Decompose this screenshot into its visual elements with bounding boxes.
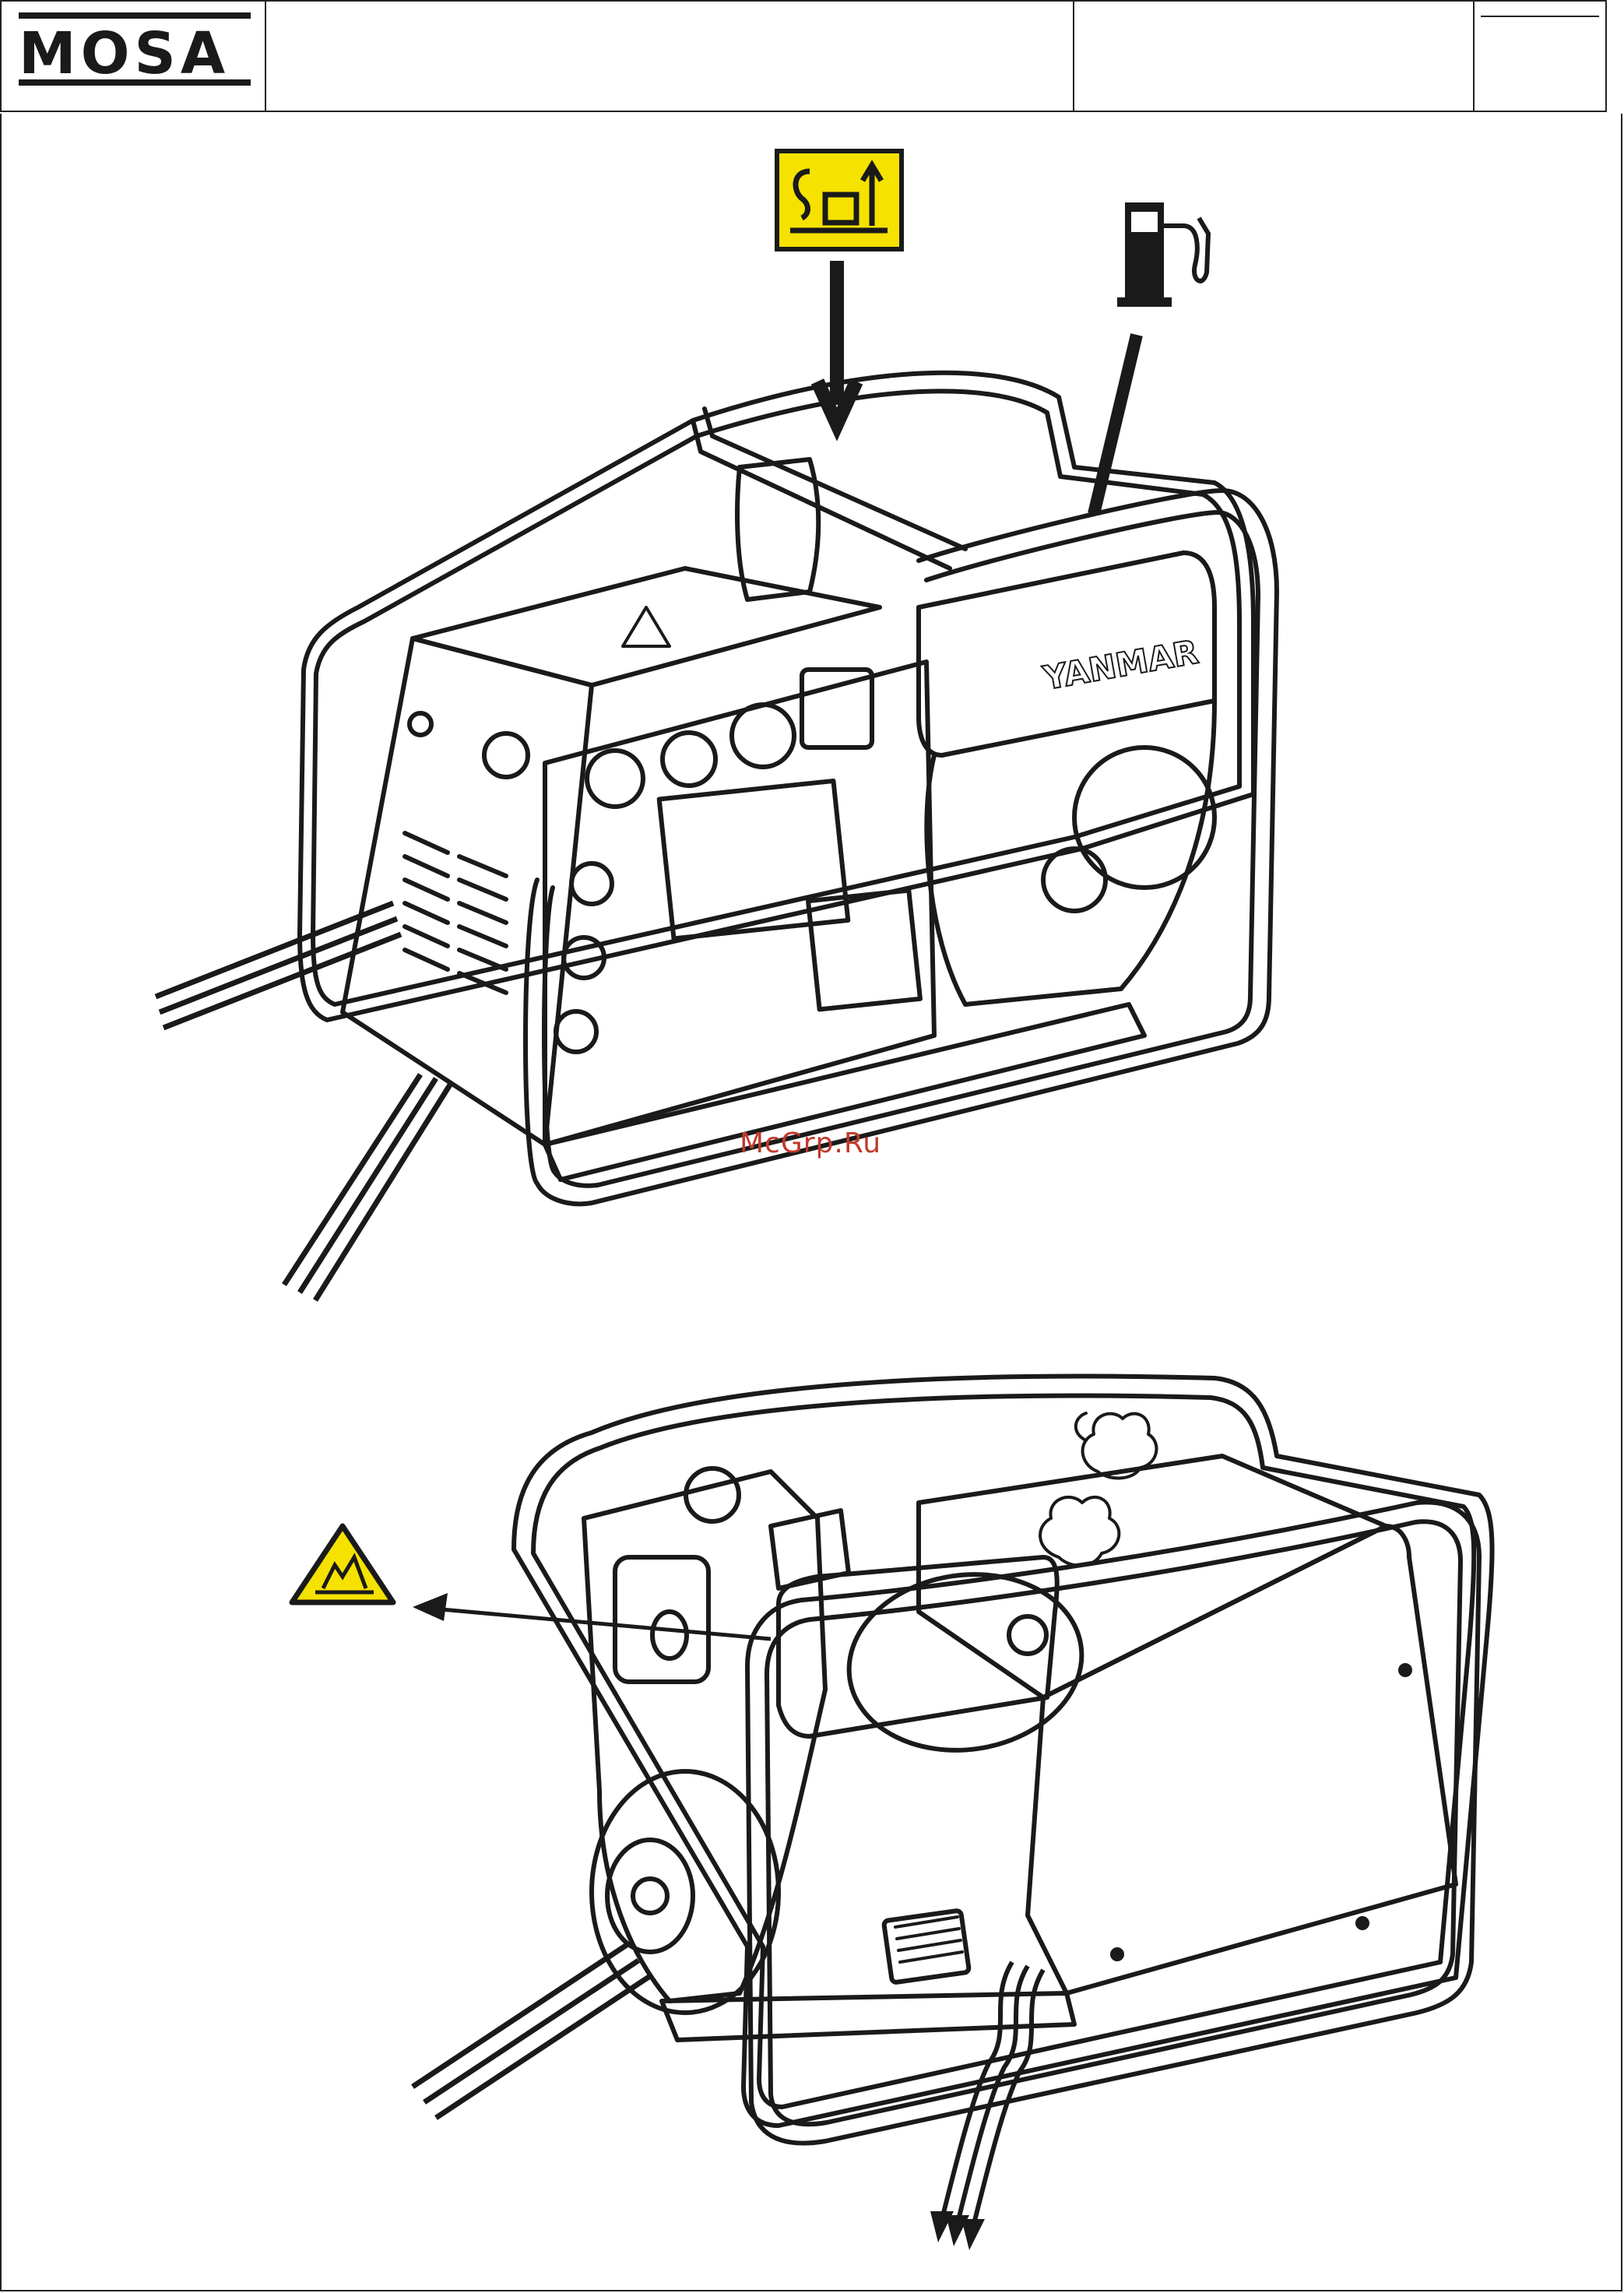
top-generator-view (300, 373, 1277, 1205)
fuel-pump-icon (1117, 202, 1208, 307)
bottom-control-box-ribs (895, 1917, 962, 1962)
top-panel-warning-triangle (623, 607, 670, 646)
bottom-panel-bolt-3 (1113, 1950, 1122, 1959)
hot-surface-warning-icon (292, 1526, 393, 1602)
lifting-arrow (817, 261, 856, 424)
bottom-engine-block (584, 1472, 825, 2001)
engine-brand-label: YANMAR (1040, 632, 1201, 697)
top-socket-2 (663, 733, 715, 786)
top-terminal-1 (571, 863, 612, 904)
bottom-exhaust-smoke-1 (1040, 1497, 1119, 1566)
top-panel-knob (484, 733, 528, 777)
top-panel-front-face (545, 662, 934, 1145)
bottom-panel-bolt-2 (1358, 1918, 1367, 1928)
top-air-outlet-arrows (284, 1074, 452, 1300)
top-panel-left-face (343, 638, 592, 1145)
bottom-base-rail (662, 1993, 1074, 2040)
hot-surface-arrow-head (413, 1593, 448, 1621)
lifting-point-icon (777, 151, 902, 249)
bottom-panel-bolt-1 (1401, 1665, 1410, 1675)
bottom-exhaust-smoke-3 (1076, 1413, 1086, 1440)
top-socket-1 (587, 751, 643, 807)
watermark: McGrp.Ru (740, 1127, 881, 1159)
top-panel-small-knob (410, 713, 431, 735)
top-display-window (659, 781, 849, 939)
top-air-intake-arrows (156, 903, 401, 1028)
bottom-air-filter-cap (652, 1612, 687, 1658)
bottom-generator-view (514, 1377, 1492, 2144)
bottom-exhaust-outlet (1009, 1616, 1046, 1654)
hot-surface-arrow (424, 1608, 771, 1639)
top-terminal-3 (556, 1011, 596, 1052)
bottom-fuel-cap (686, 1468, 739, 1521)
top-engine-hub (1043, 849, 1106, 911)
bottom-air-filter (615, 1557, 708, 1682)
bottom-engine-hub (633, 1879, 667, 1913)
bottom-front-frame (747, 1502, 1479, 2143)
bottom-engine-pulley-inner (607, 1840, 693, 1952)
top-socket-3 (732, 705, 794, 767)
